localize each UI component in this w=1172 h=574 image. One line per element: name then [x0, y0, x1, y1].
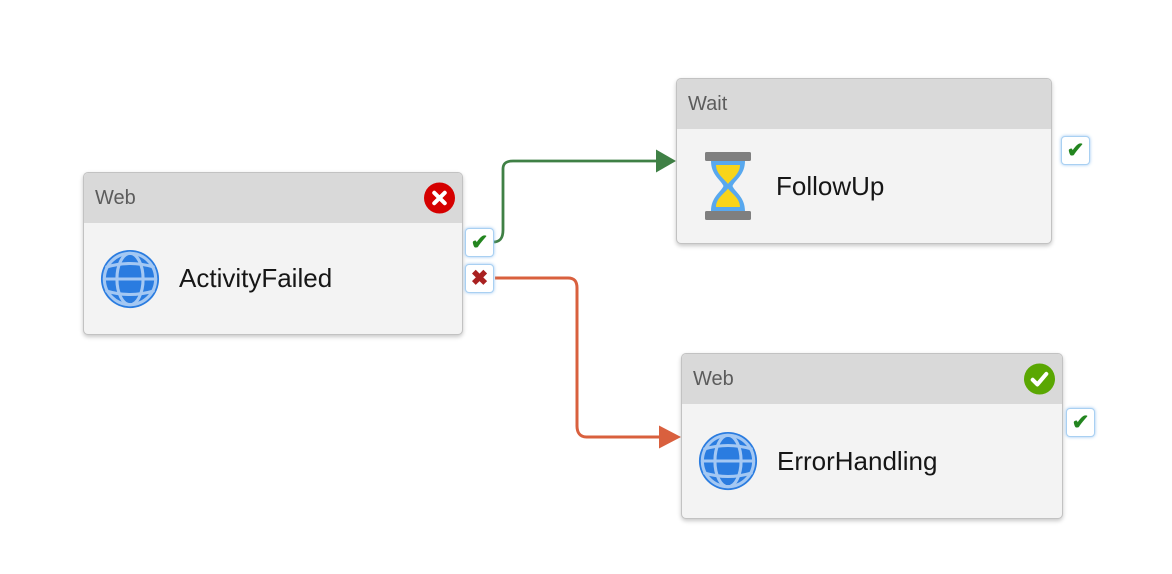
- globe-icon: [99, 248, 161, 310]
- node-name-label: ErrorHandling: [777, 445, 938, 476]
- activity-node-errorhandling[interactable]: Web ErrorHandling: [681, 353, 1063, 519]
- node-type-label: Web: [693, 367, 734, 390]
- success-edge[interactable]: [492, 149, 676, 244]
- activity-node-followup[interactable]: Wait FollowUp: [676, 78, 1052, 244]
- node-body: FollowUp: [677, 129, 1051, 243]
- node-type-label: Web: [95, 186, 136, 209]
- failure-edge[interactable]: [495, 276, 681, 449]
- failure-port[interactable]: ✖: [465, 264, 494, 293]
- succeeded-badge-icon: [1024, 363, 1055, 395]
- node-type-label: Wait: [688, 92, 728, 115]
- node-header: Web: [84, 173, 462, 223]
- success-port[interactable]: ✔: [1061, 136, 1090, 165]
- activity-node-activityfailed[interactable]: Web ActivityFailed: [83, 172, 463, 335]
- node-name-label: FollowUp: [776, 170, 885, 201]
- success-arrowhead: [656, 149, 676, 173]
- failure-arrowhead: [659, 425, 681, 449]
- node-header: Web: [682, 354, 1062, 404]
- globe-icon: [697, 430, 759, 492]
- node-header: Wait: [677, 79, 1051, 129]
- hourglass-icon: [700, 152, 756, 220]
- success-port[interactable]: ✔: [1066, 408, 1095, 437]
- failed-badge-icon: [424, 182, 455, 214]
- success-port[interactable]: ✔: [465, 228, 494, 257]
- node-body: ActivityFailed: [84, 223, 462, 334]
- node-name-label: ActivityFailed: [179, 263, 333, 293]
- node-body: ErrorHandling: [682, 404, 1062, 518]
